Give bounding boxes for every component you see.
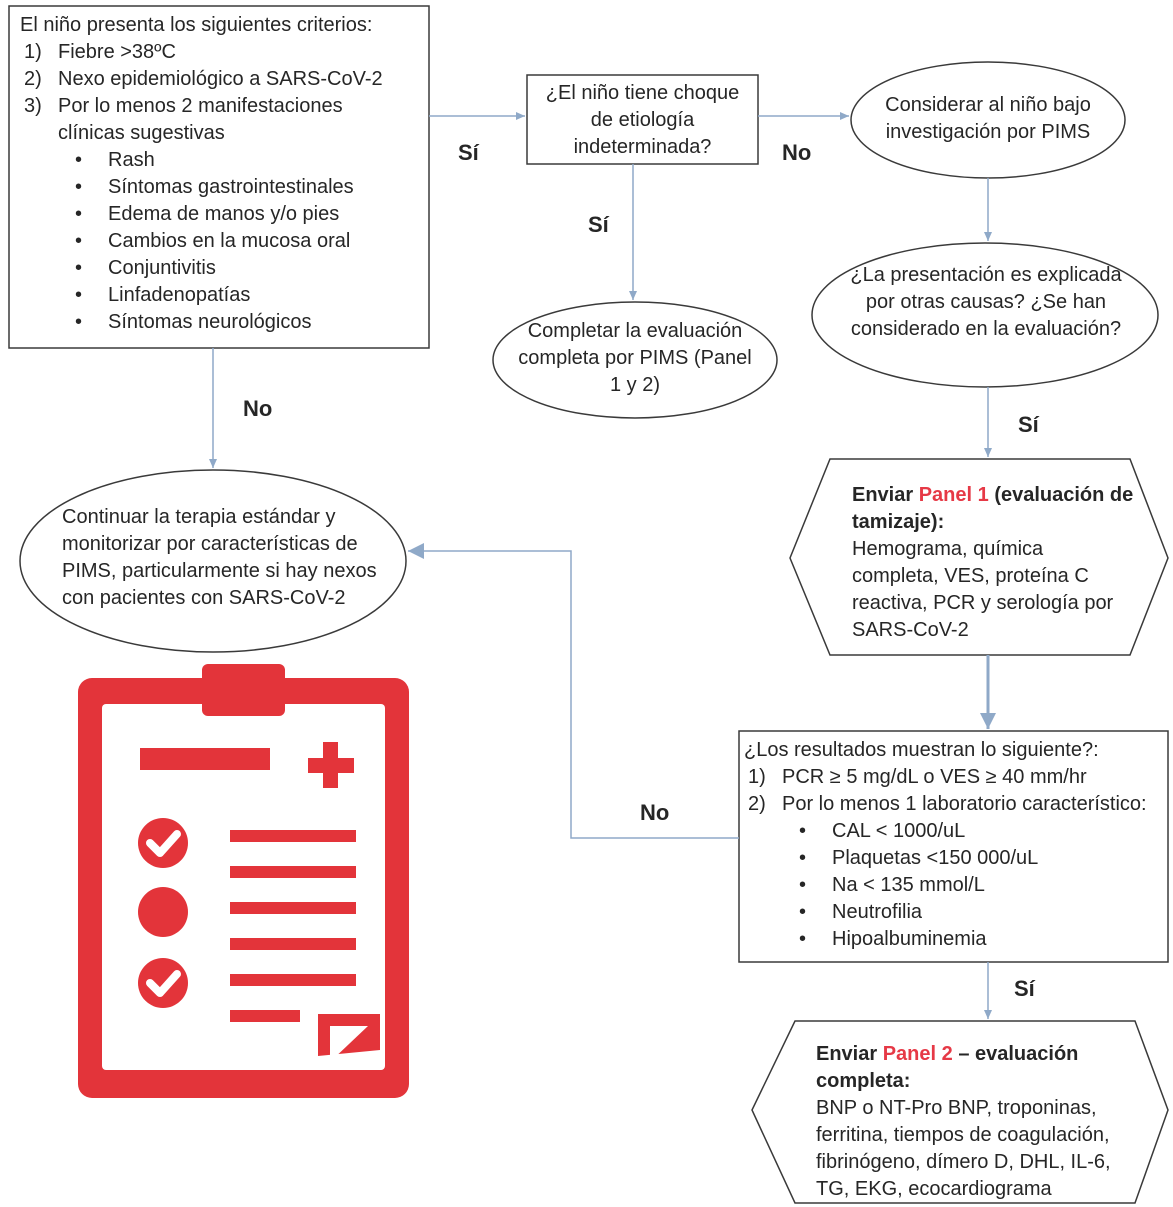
edge-label-criteria-to-shock: Sí (458, 140, 479, 165)
results-item-number: 2) (748, 793, 766, 815)
lab-item: Na < 135 mmol/L (744, 872, 1164, 899)
panel2-body: BNP o NT-Pro BNP, troponinas, ferritina,… (816, 1097, 1111, 1200)
clipboard-checklist-icon (78, 664, 409, 1098)
panel2-hexagon (751, 1020, 1169, 1204)
criteria-item-number: 3) (24, 95, 42, 117)
continue-therapy-text: Continuar la terapia estándar y monitori… (62, 506, 377, 609)
continue-therapy-ellipse (19, 469, 407, 653)
results-item-number: 1) (748, 766, 766, 788)
criteria-heading: El niño presenta los siguientes criterio… (20, 14, 373, 36)
panel2-title-rest: – evaluación completa: (816, 1043, 1079, 1092)
other-causes-ellipse (811, 242, 1159, 388)
panel2-label: Panel 2 (882, 1043, 953, 1065)
manifestation-item: Síntomas gastrointestinales (20, 174, 425, 201)
lab-item: Hipoalbuminemia (744, 926, 1164, 953)
panel1-label: Panel 1 (918, 484, 989, 506)
lab-item: Plaquetas <150 000/uL (744, 845, 1164, 872)
panel2-text: Enviar Panel 2 – evaluación completa: BN… (816, 1041, 1136, 1203)
labs-list: CAL < 1000/uL Plaquetas <150 000/uL Na <… (744, 818, 1164, 953)
edge-label-results-to-panel2: Sí (1014, 976, 1035, 1001)
shock-question-box (526, 74, 759, 165)
criteria-item-text: Por lo menos 2 manifestaciones clínicas … (58, 95, 343, 144)
complete-eval-ellipse (492, 301, 778, 419)
criteria-list: 1) Fiebre >38ºC 2) Nexo epidemiológico a S… (20, 39, 425, 147)
other-causes-text: ¿La presentación es explicada por otras … (850, 264, 1122, 340)
consider-pims-text: Considerar al niño bajo investigación po… (885, 94, 1091, 143)
lab-item: Neutrofilia (744, 899, 1164, 926)
panel1-text: Enviar Panel 1 (evaluación de tamizaje):… (852, 482, 1152, 644)
edge-label-shock-to-consider: No (782, 140, 812, 165)
results-heading: ¿Los resultados muestran lo siguiente?: (744, 739, 1099, 761)
panel1-title-rest: (evaluación de tamizaje): (852, 484, 1134, 533)
criteria-item: 3) Por lo menos 2 manifestaciones clínica… (20, 93, 425, 147)
criteria-item: 2) Nexo epidemiológico a SARS-CoV-2 (20, 66, 425, 93)
edge-label-shock-to-complete: Sí (588, 212, 609, 237)
panel1-title: Enviar Panel 1 (evaluación de tamizaje): (852, 482, 1152, 536)
criteria-item-number: 1) (24, 41, 42, 63)
shock-question-text: ¿El niño tiene choque de etiología indet… (545, 82, 740, 158)
results-text: ¿Los resultados muestran lo siguiente?: … (744, 737, 1164, 953)
edge-label-results-to-continue: No (640, 800, 670, 825)
results-item-text: PCR ≥ 5 mg/dL o VES ≥ 40 mm/hr (782, 766, 1087, 788)
complete-eval-text: Completar la evaluación completa por PIM… (518, 320, 752, 396)
criteria-item-text: Fiebre >38ºC (58, 41, 176, 63)
criteria-item: 1) Fiebre >38ºC (20, 39, 425, 66)
edge-label-other-to-panel1: Sí (1018, 412, 1039, 437)
results-item-text: Por lo menos 1 laboratorio característic… (782, 793, 1147, 815)
results-list: 1) PCR ≥ 5 mg/dL o VES ≥ 40 mm/hr 2) Por l… (744, 764, 1164, 818)
edge-label-criteria-to-continue: No (243, 396, 273, 421)
criteria-item-number: 2) (24, 68, 42, 90)
manifestation-item: Conjuntivitis (20, 255, 425, 282)
panel1-prefix: Enviar (852, 484, 914, 506)
manifestation-item: Rash (20, 147, 425, 174)
panel1-hexagon (789, 458, 1169, 656)
criteria-item-text: Nexo epidemiológico a SARS-CoV-2 (58, 68, 383, 90)
arrow-results-to-continue (408, 543, 739, 839)
manifestation-item: Cambios en la mucosa oral (20, 228, 425, 255)
criteria-text: El niño presenta los siguientes criterio… (20, 12, 425, 336)
panel1-body: Hemograma, química completa, VES, proteí… (852, 538, 1114, 641)
manifestation-item: Edema de manos y/o pies (20, 201, 425, 228)
results-item: 2) Por lo menos 1 laboratorio característ… (744, 791, 1164, 818)
panel2-title: Enviar Panel 2 – evaluación completa: (816, 1041, 1096, 1095)
panel2-prefix: Enviar (816, 1043, 878, 1065)
manifestation-item: Linfadenopatías (20, 282, 425, 309)
results-item: 1) PCR ≥ 5 mg/dL o VES ≥ 40 mm/hr (744, 764, 1164, 791)
manifestations-list: Rash Síntomas gastrointestinales Edema d… (20, 147, 425, 336)
manifestation-item: Síntomas neurológicos (20, 309, 425, 336)
lab-item: CAL < 1000/uL (744, 818, 1164, 845)
